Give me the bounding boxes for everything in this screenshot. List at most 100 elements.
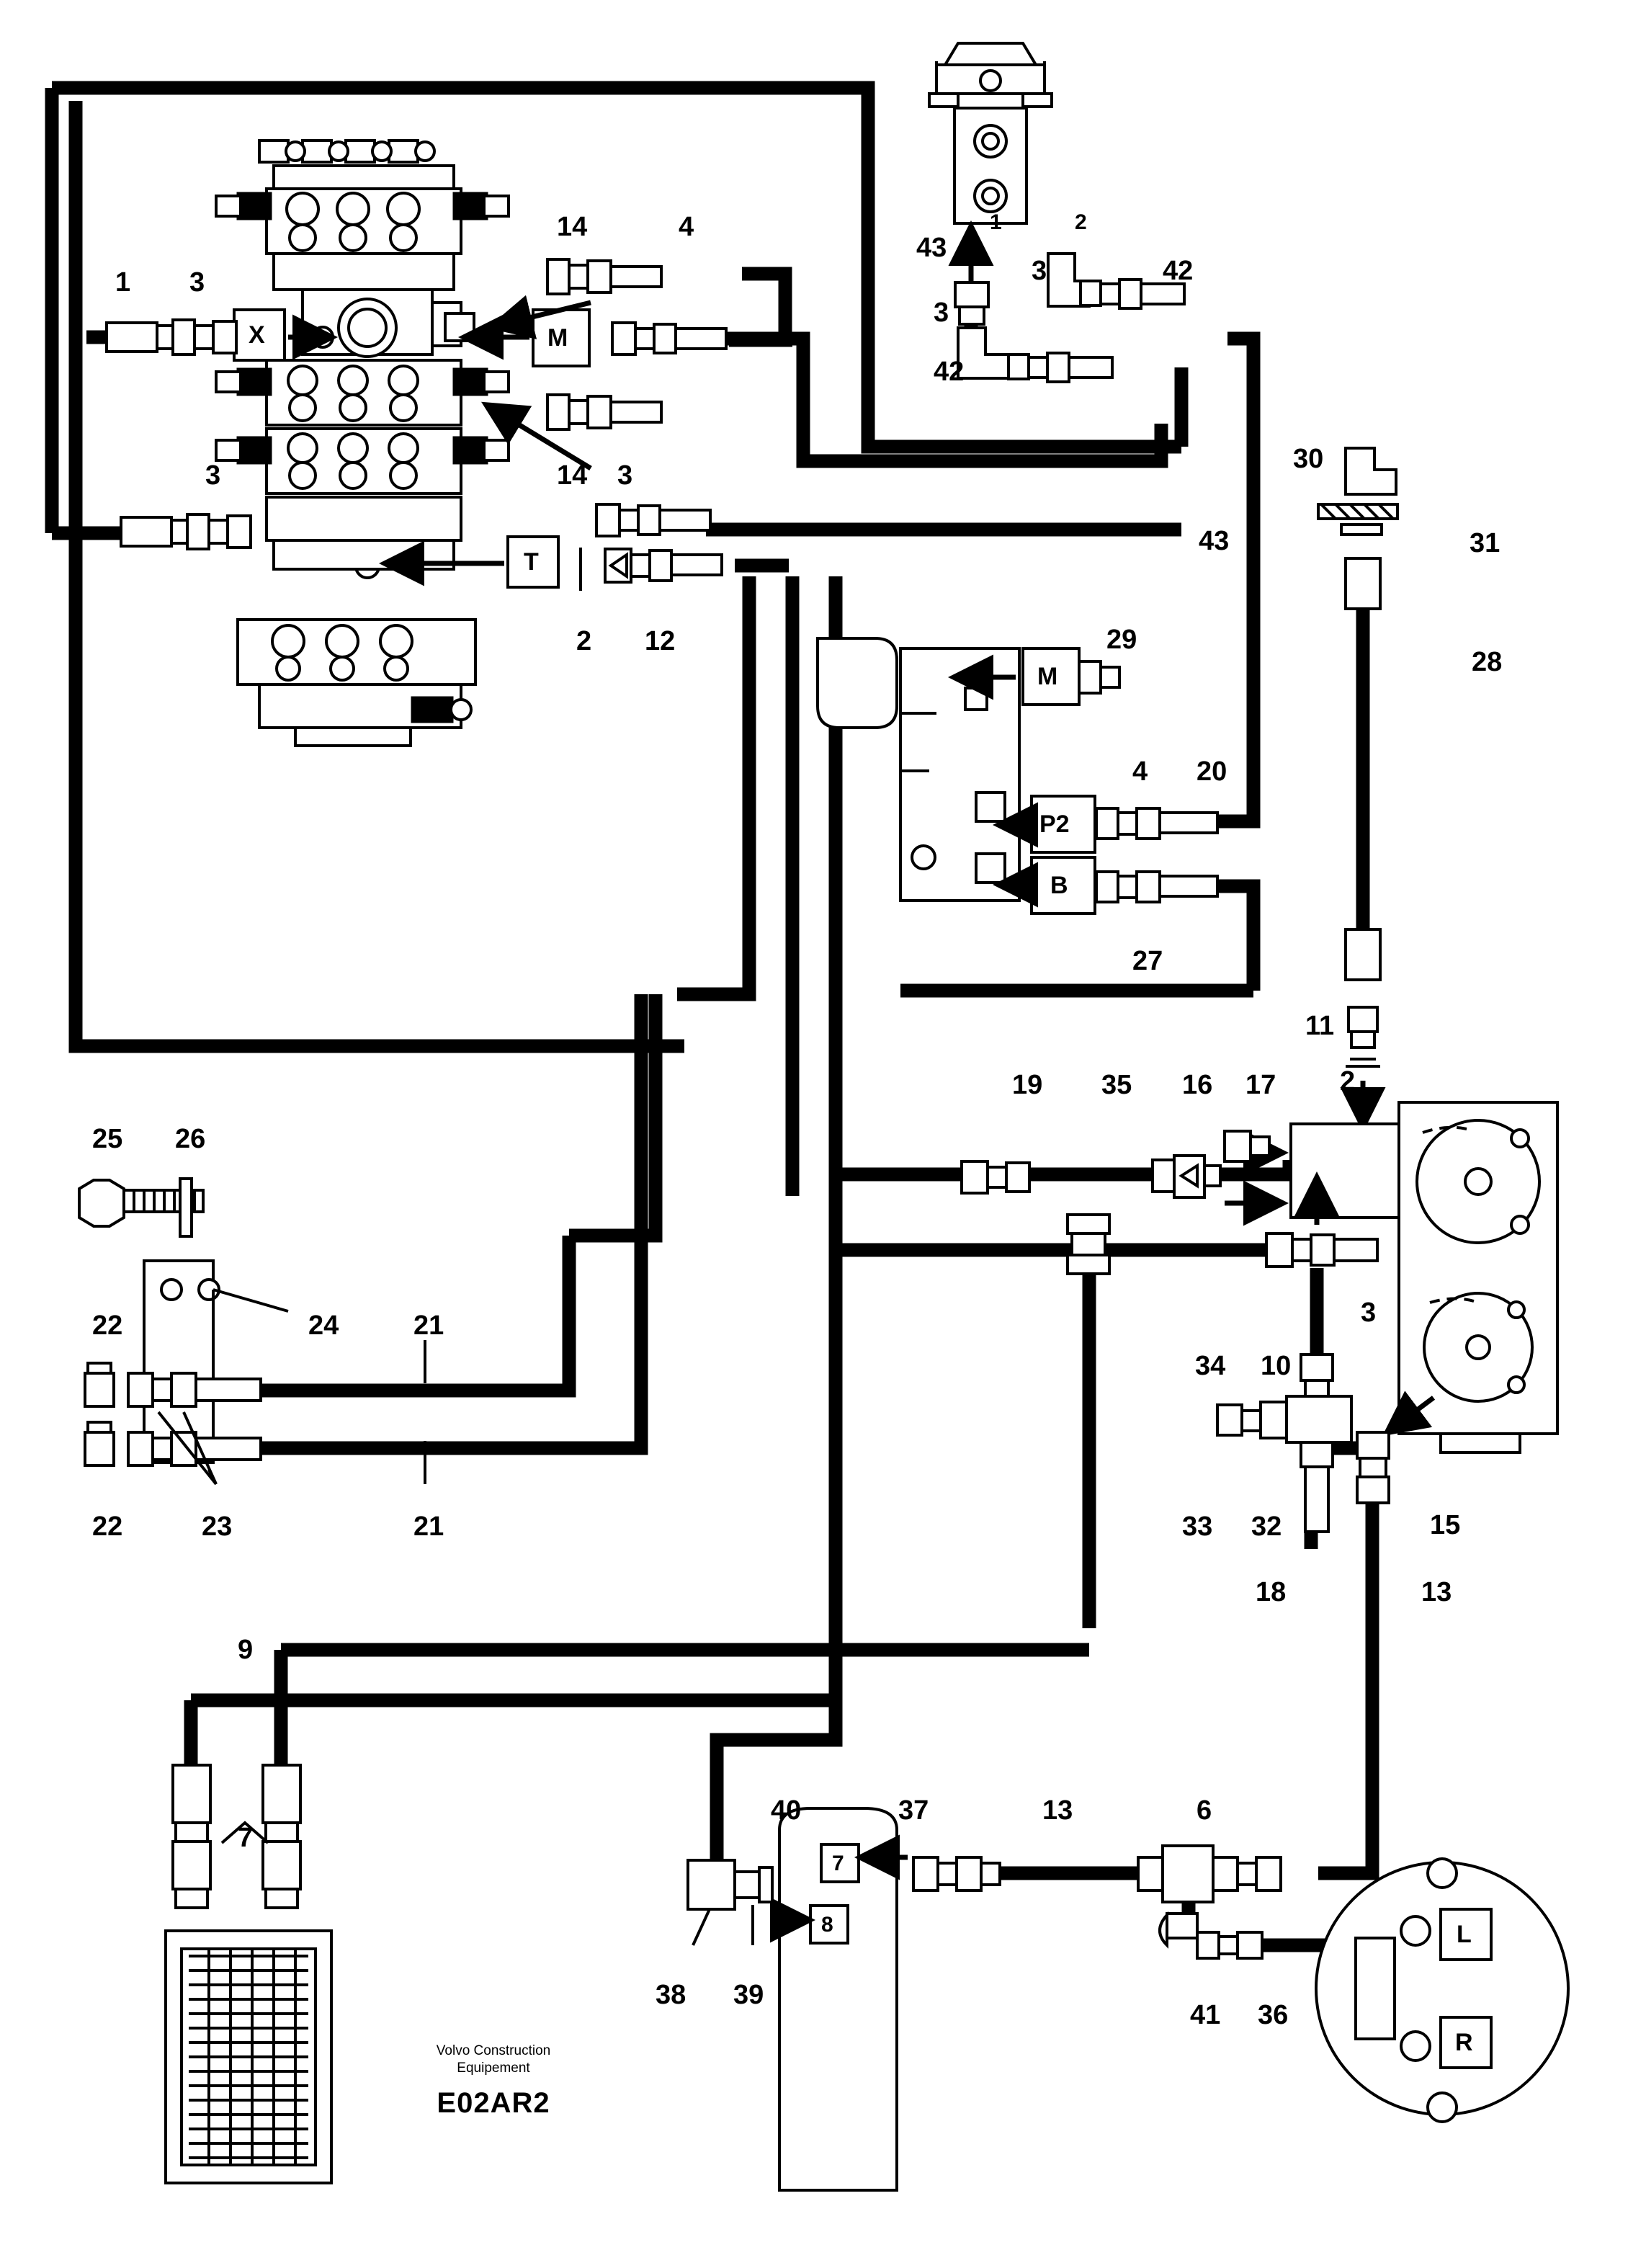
callout-number-43: 43 (1199, 526, 1230, 556)
fitting-group-42-lower (957, 326, 1114, 383)
valve-port-t-box (506, 535, 560, 589)
callout-number-43: 43 (916, 233, 947, 263)
drain-valve-38-39 (686, 1859, 774, 1946)
fitting-group-22-upper (84, 1362, 115, 1408)
fitting-group-6-tee (1137, 1844, 1282, 1960)
motor-port-l-label: L (1457, 1921, 1472, 1948)
callout-number-13: 13 (1042, 1795, 1073, 1826)
drawing-code: E02AR2 (437, 2086, 550, 2119)
callout-number-24: 24 (308, 1311, 339, 1341)
callout-number-42: 42 (1163, 256, 1194, 286)
fitting-group-4-upper (611, 321, 728, 356)
callout-number-12: 12 (645, 626, 676, 656)
callout-number-14: 14 (557, 212, 588, 242)
elbow-fitting-30 (1344, 447, 1397, 496)
solenoid-m-pump-label: M (1037, 663, 1058, 690)
callout-number-21: 21 (413, 1512, 444, 1542)
travel-motor (1315, 1857, 1570, 2123)
brand-line-1: Volvo Construction (436, 2043, 551, 2058)
fitting-group-3-mid (595, 503, 712, 537)
fitting-group-35 (1066, 1213, 1111, 1275)
callout-number-13: 13 (1421, 1577, 1452, 1607)
callout-number-32: 32 (1251, 1512, 1282, 1542)
tank-port-8-label: 8 (821, 1913, 833, 1937)
callout-number-11: 11 (1305, 1011, 1335, 1041)
fitting-group-16 (1151, 1154, 1222, 1199)
callout-number-3: 3 (1361, 1298, 1377, 1328)
callout-number-3: 3 (205, 460, 221, 491)
fitting-group-22-lower (84, 1421, 115, 1467)
fitting-group-14-upper (546, 258, 663, 295)
callout-number-42: 42 (934, 357, 965, 387)
callout-number-23: 23 (202, 1512, 233, 1542)
clamp-31 (1317, 503, 1399, 536)
port-p2-label: P2 (1039, 811, 1070, 838)
fitting-group-23-lower (127, 1431, 262, 1467)
callout-number-39: 39 (733, 1980, 764, 2010)
motor-port-r-label: R (1455, 2029, 1473, 2056)
callout-number-2: 2 (1340, 1066, 1356, 1097)
callout-number-16: 16 (1182, 1070, 1213, 1100)
fitting-group-3-lower (120, 513, 252, 550)
callout-number-3: 3 (189, 267, 205, 298)
callout-number-37: 37 (898, 1795, 929, 1826)
manifold-port-1-label: 1 (990, 210, 1002, 234)
callout-number-22: 22 (92, 1311, 123, 1341)
callout-number-15: 15 (1430, 1510, 1461, 1540)
fitting-group-27 (1095, 870, 1219, 903)
manifold-block (928, 42, 1053, 225)
fitting-group-20 (1095, 807, 1219, 840)
callout-number-30: 30 (1293, 444, 1324, 474)
callout-number-21: 21 (413, 1311, 444, 1341)
pin-26 (179, 1177, 193, 1238)
bracket-24 (143, 1259, 289, 1464)
bolt-25 (78, 1179, 205, 1228)
fitting-group-14-lower (546, 393, 663, 431)
fitting-group-15 (1356, 1431, 1390, 1504)
valve-port-t-label: T (524, 548, 539, 576)
callout-number-18: 18 (1256, 1577, 1287, 1607)
fitting-group-42-upper (954, 252, 1186, 326)
callout-number-4: 4 (679, 212, 694, 242)
hydraulic-pump-assembly (816, 637, 1021, 902)
callout-number-34: 34 (1195, 1351, 1226, 1381)
callout-number-27: 27 (1132, 946, 1163, 976)
callout-number-41: 41 (1190, 2000, 1221, 2030)
callout-number-19: 19 (1012, 1070, 1043, 1100)
callout-number-35: 35 (1101, 1070, 1132, 1100)
callout-number-22: 22 (92, 1512, 123, 1542)
callout-number-9: 9 (238, 1635, 254, 1665)
callout-number-33: 33 (1182, 1512, 1213, 1542)
tank-port-7-label: 7 (832, 1852, 844, 1875)
tee-fitting-10-32-33-34 (1216, 1353, 1353, 1533)
callout-number-3: 3 (1032, 256, 1047, 286)
oil-cooler (164, 1764, 333, 2184)
callout-number-10: 10 (1261, 1351, 1292, 1381)
callout-number-25: 25 (92, 1124, 123, 1154)
solenoid-m-upper-label: M (547, 324, 568, 352)
fitting-group-3-pump (1265, 1232, 1379, 1268)
callout-number-17: 17 (1245, 1070, 1276, 1100)
hydraulic-tank (770, 1807, 908, 2192)
callout-number-26: 26 (175, 1124, 206, 1154)
callout-number-40: 40 (771, 1795, 802, 1826)
callout-number-20: 20 (1197, 756, 1227, 787)
callout-number-2: 2 (576, 626, 592, 656)
port-b-label: B (1050, 872, 1068, 899)
fitting-group-12 (579, 548, 723, 591)
fitting-group-17 (1223, 1130, 1271, 1163)
callout-number-36: 36 (1258, 2000, 1289, 2030)
callout-number-29: 29 (1106, 625, 1137, 655)
callout-number-3: 3 (617, 460, 633, 491)
callout-number-14: 14 (557, 460, 588, 491)
fitting-group-19 (960, 1160, 1031, 1195)
control-valve-block (215, 139, 510, 747)
hose-28 (1344, 557, 1382, 1068)
callout-number-7: 7 (238, 1823, 254, 1853)
callout-number-4: 4 (1132, 756, 1148, 787)
fitting-group-1-3 (105, 318, 238, 356)
fitting-group-37 (912, 1856, 1001, 1892)
callout-number-38: 38 (656, 1980, 686, 2010)
